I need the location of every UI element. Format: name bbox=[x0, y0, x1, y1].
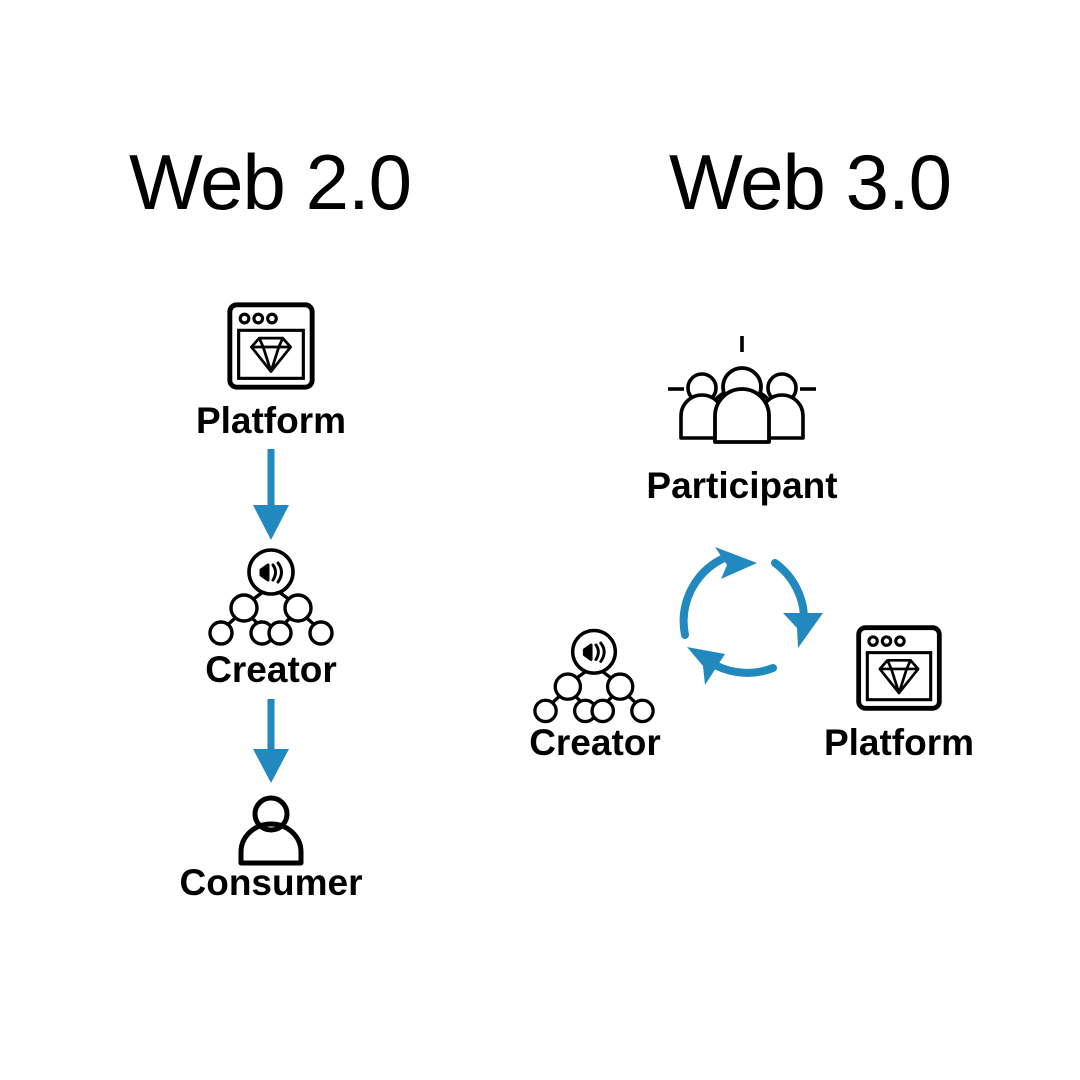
column-title-web2: Web 2.0 bbox=[128, 138, 412, 226]
browser-window-diamond-icon bbox=[222, 297, 320, 395]
node-label-platform-web3: Platform bbox=[823, 722, 975, 763]
node-label-participant-web3: Participant bbox=[646, 465, 838, 506]
node-label-consumer-web2: Consumer bbox=[179, 862, 363, 903]
people-group-broadcast-icon bbox=[662, 334, 822, 444]
arrow-down-icon bbox=[248, 697, 294, 785]
node-label-creator-web3: Creator bbox=[529, 722, 661, 763]
arrow-down-icon bbox=[248, 447, 294, 542]
broadcast-network-tree-icon bbox=[531, 628, 657, 724]
broadcast-network-tree-icon bbox=[206, 548, 336, 646]
node-label-creator-web2: Creator bbox=[205, 649, 337, 690]
node-label-platform-web2: Platform bbox=[195, 400, 347, 441]
column-title-web3: Web 3.0 bbox=[668, 138, 952, 226]
browser-window-diamond-icon bbox=[851, 620, 947, 716]
cycle-arrows-group bbox=[665, 525, 840, 700]
person-icon bbox=[232, 795, 310, 867]
